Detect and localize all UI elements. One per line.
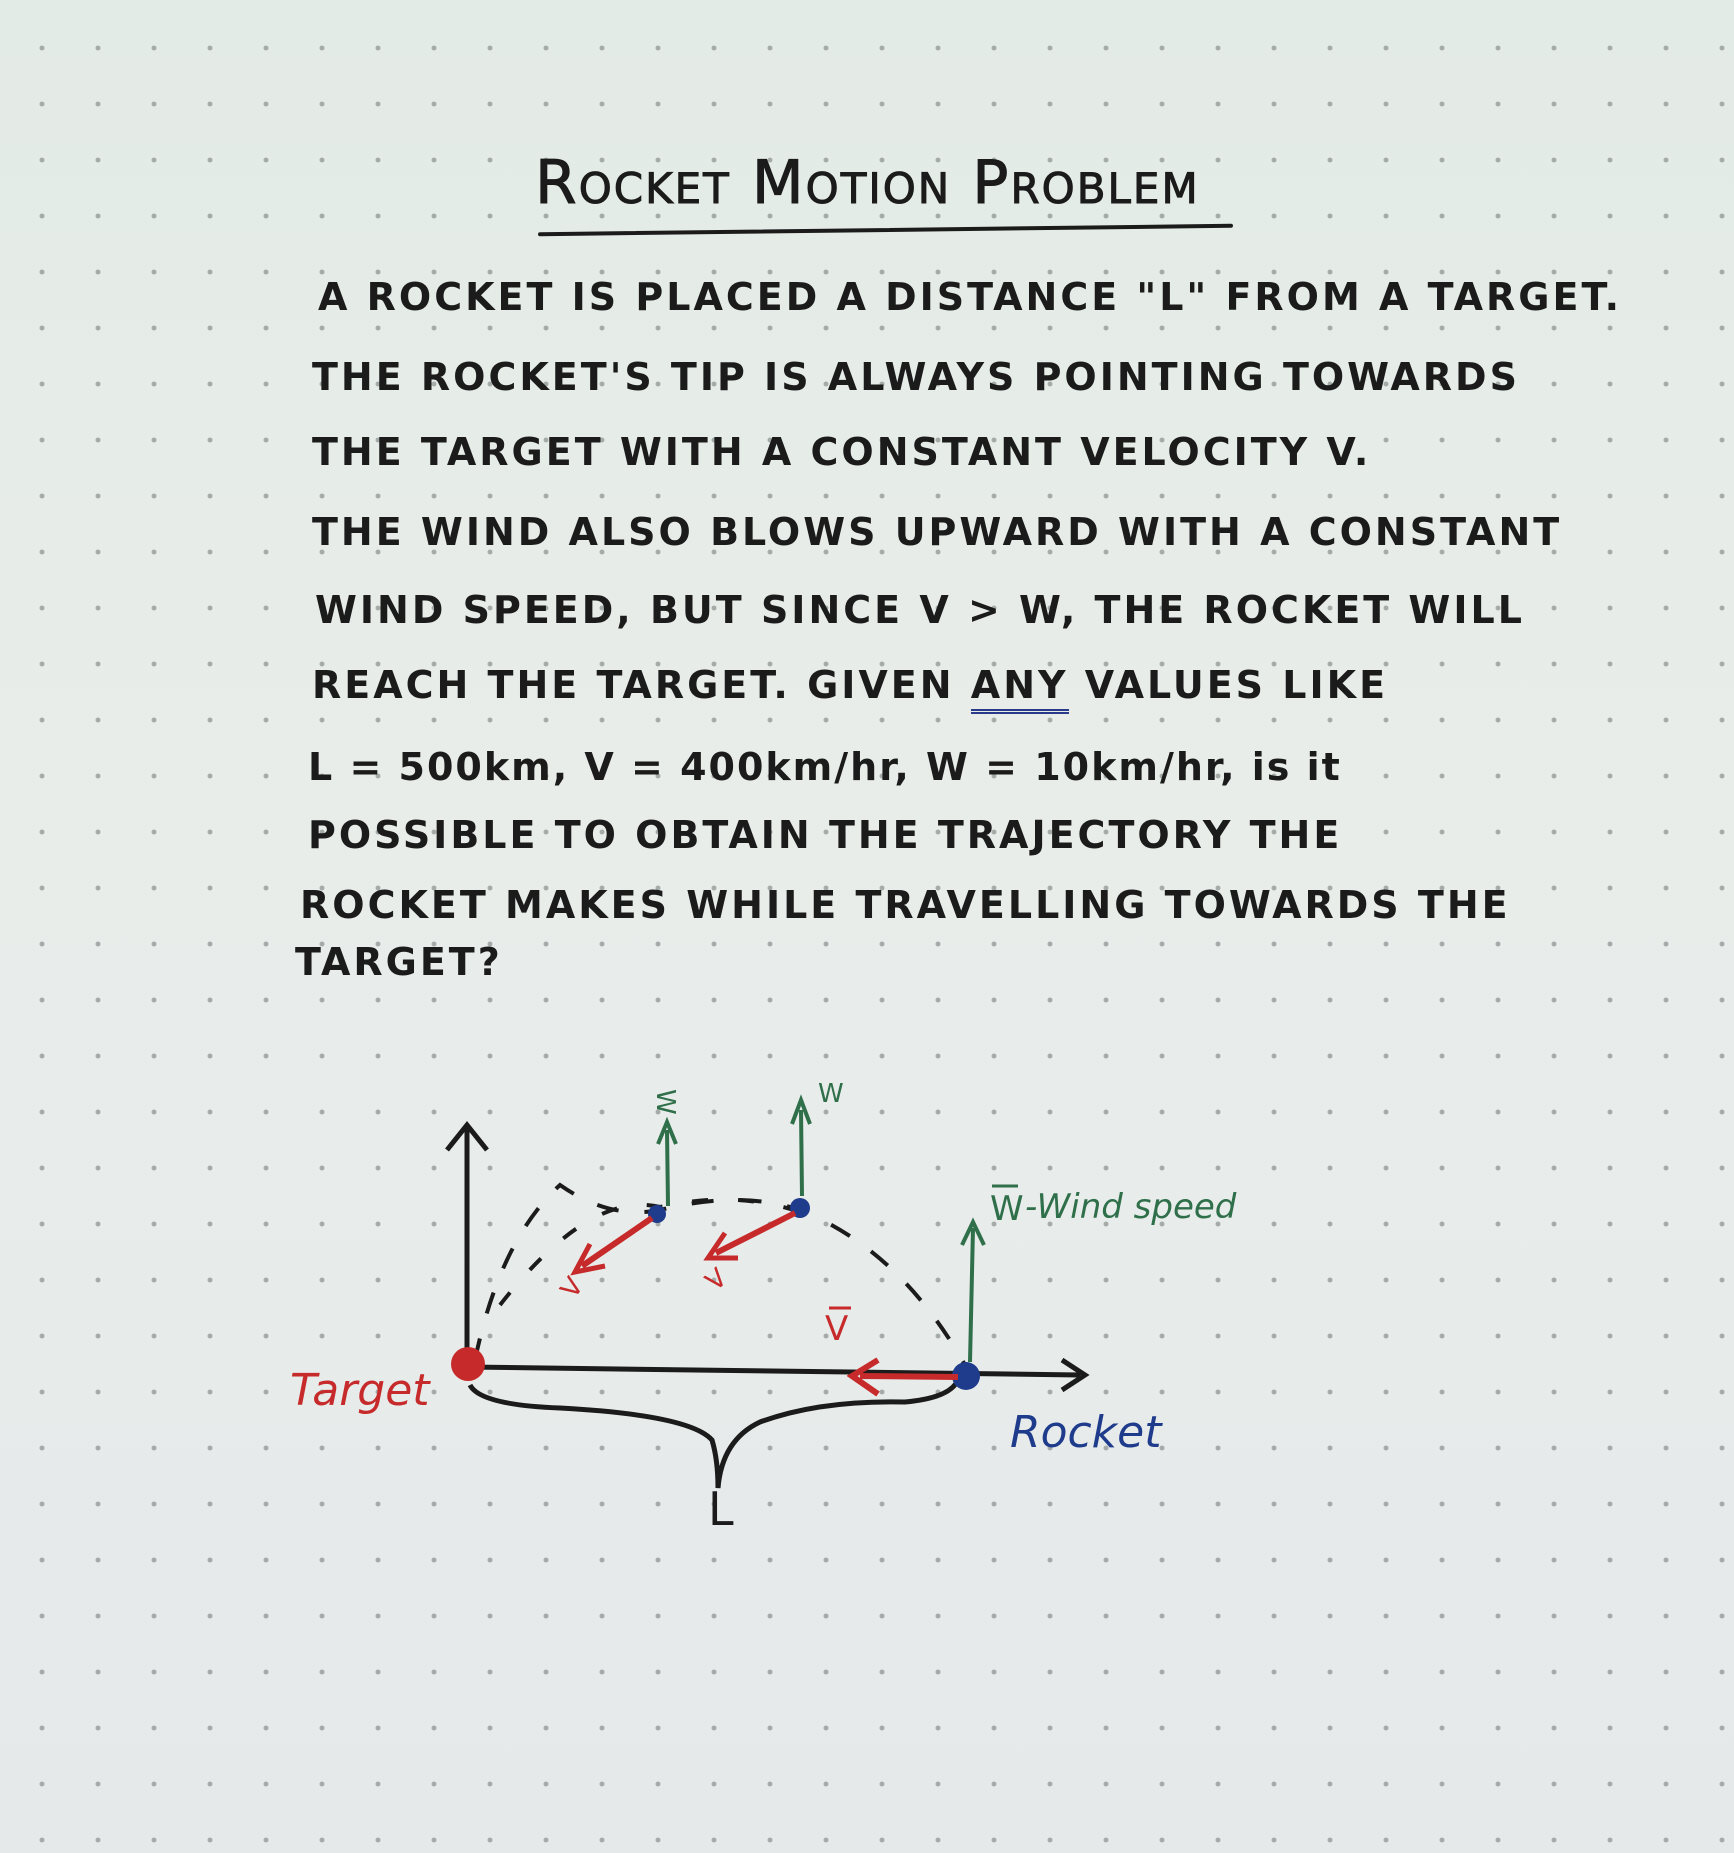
problem-text-line-1: A rocket is placed a distance "L" from a… — [318, 275, 1623, 319]
wind-arrowhead-2-icon — [790, 1094, 812, 1125]
wind-label-2: W — [818, 1079, 844, 1109]
line6-after: values like — [1068, 663, 1389, 707]
velocity-arrowhead-rocket-icon — [846, 1357, 880, 1397]
velocity-label-1: V — [555, 1272, 590, 1304]
problem-text-line-5: wind speed, but since V > W, the rocket … — [315, 588, 1525, 632]
problem-text-line-3: the target with a constant velocity V. — [312, 430, 1372, 474]
horizontal-axis-arrowhead-icon — [1060, 1357, 1090, 1393]
velocity-arrowhead-2-icon — [703, 1231, 738, 1261]
line6-before: reach the target. Given — [312, 663, 971, 707]
target-label: Target — [290, 1365, 431, 1416]
wind-arrowhead-1-icon — [656, 1116, 678, 1145]
horizontal-axis — [466, 1364, 1081, 1378]
rocket-point — [952, 1362, 980, 1390]
velocity-arrowhead-1-icon — [570, 1242, 606, 1276]
problem-text-line-6: reach the target. Given any values like — [312, 663, 1389, 714]
problem-text-line-4: The wind also blows upward with a consta… — [312, 510, 1563, 554]
velocity-arrow-2 — [714, 1210, 797, 1256]
problem-text-line-9: rocket makes while travelling towards th… — [300, 883, 1511, 927]
problem-text-line-7: L = 500km, V = 400km/hr, W = 10km/hr, is… — [308, 745, 1342, 789]
problem-text-line-10: target? — [295, 940, 503, 984]
wind-arrow-1 — [665, 1129, 670, 1207]
velocity-label-rocket: V — [825, 1309, 848, 1349]
wind-arrowhead-rocket-icon — [960, 1217, 986, 1246]
wind-arrow-2 — [799, 1109, 804, 1197]
velocity-arrow-rocket — [859, 1373, 959, 1380]
wind-label-1: W — [650, 1089, 680, 1115]
wind-legend-text: -Wind speed — [1025, 1187, 1237, 1227]
wind-arrow-rocket — [968, 1227, 975, 1363]
rocket-label: Rocket — [1010, 1407, 1163, 1458]
velocity-arrow-1 — [580, 1215, 654, 1269]
wind-legend-symbol: W — [990, 1189, 1024, 1229]
page-title: Rocket Motion Problem — [535, 148, 1200, 219]
velocity-label-2: V — [700, 1263, 733, 1298]
problem-text-line-2: The rocket's tip is always pointing towa… — [312, 355, 1520, 399]
vertical-axis-arrowhead-icon — [445, 1120, 489, 1152]
problem-text-line-8: possible to obtain the trajectory the — [308, 813, 1343, 857]
distance-label: L — [708, 1482, 734, 1536]
target-point — [451, 1347, 485, 1381]
distance-brace — [467, 1378, 961, 1489]
trajectory-point-1 — [648, 1205, 666, 1223]
emphasized-word-any: any — [970, 663, 1069, 714]
